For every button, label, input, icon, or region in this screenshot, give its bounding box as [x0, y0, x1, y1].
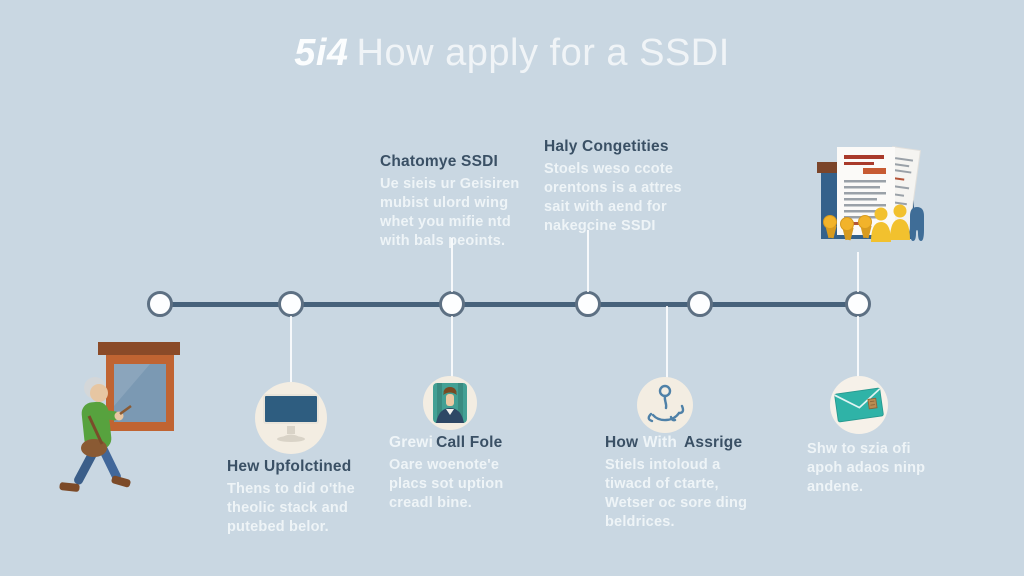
- title-badge: 5i4: [294, 32, 349, 74]
- timeline-node-4: [575, 291, 601, 317]
- connector-line: [451, 316, 453, 377]
- step-text-how-with-assrige: How With Assrige Stiels intoloud a tiwac…: [605, 434, 770, 532]
- step-body: Oare woenote'e placs sot uption creadl b…: [389, 457, 504, 511]
- timeline-node-6: [845, 291, 871, 317]
- step-body: Stiels intoloud a tiwacd of ctarte, Wets…: [605, 457, 748, 530]
- step-text-chatomye-ssdi: Chatomye SSDI Ue sieis ur Geisiren mubis…: [380, 153, 525, 251]
- step-heading: Hew Upfolctined: [227, 458, 352, 475]
- computer-monitor-icon: [255, 382, 327, 454]
- documents-board-icon: [817, 146, 924, 242]
- doodle-balloon-icon: [637, 377, 693, 433]
- connector-line: [857, 252, 859, 292]
- step-heading-light: With: [642, 434, 678, 451]
- step-heading-dark: Call Fole: [436, 434, 503, 451]
- envelope-icon: [830, 376, 888, 434]
- title-text: How apply for a SSDI: [356, 32, 730, 74]
- connector-line: [857, 316, 859, 377]
- connector-line: [587, 230, 589, 292]
- step-body: Thens to did o'the theolic stack and put…: [227, 481, 355, 535]
- step-body: Stoels weso ccote orentons is a attres s…: [544, 161, 682, 234]
- step-heading-light: Grewi: [389, 434, 434, 451]
- timeline-line: [160, 302, 858, 307]
- step-heading: How With Assrige: [605, 434, 770, 452]
- step-body: Shw to szia ofi apoh adaos ninp andene.: [807, 441, 926, 495]
- timeline-node-1: [147, 291, 173, 317]
- timeline-node-5: [687, 291, 713, 317]
- connector-line: [290, 316, 292, 383]
- step-heading-dark: How: [605, 434, 639, 451]
- step-heading: Haly Congetities: [544, 138, 669, 155]
- person-billboard-icon: [59, 342, 180, 492]
- step-heading-dark: Assrige: [684, 434, 743, 451]
- step-text-shw-to-szia: Shw to szia ofi apoh adaos ninp andene.: [807, 440, 967, 497]
- step-body: Ue sieis ur Geisiren mubist ulord wing w…: [380, 176, 520, 249]
- connector-line: [666, 306, 668, 379]
- person-avatar-icon: [423, 376, 477, 430]
- step-text-haly-congetities: Haly Congetities Stoels weso ccote orent…: [544, 138, 704, 236]
- connector-line: [451, 238, 453, 292]
- step-text-hew-upfolctined: Hew Upfolctined Thens to did o'the theol…: [227, 458, 387, 537]
- timeline-node-2: [278, 291, 304, 317]
- timeline-node-3: [439, 291, 465, 317]
- step-heading: Chatomye SSDI: [380, 153, 499, 170]
